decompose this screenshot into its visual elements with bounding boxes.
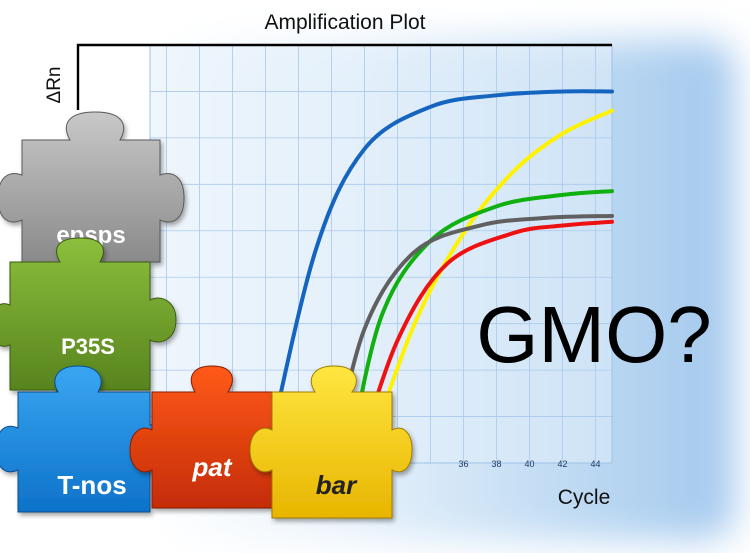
x-tick-label: 38 <box>491 459 501 469</box>
puzzle-label-t-nos: T-nos <box>57 470 126 500</box>
puzzle-piece-pat: pat <box>129 365 273 509</box>
amplification-curves <box>263 89 614 465</box>
amplification-curve-4 <box>354 219 614 465</box>
plot-grid <box>150 45 612 463</box>
puzzle-pieces: epsps P35S T-nos pat bar <box>0 111 413 519</box>
amplification-curve-2 <box>346 189 614 465</box>
x-tick-labels: 36 38 40 42 44 <box>458 459 600 469</box>
puzzle-label-pat: pat <box>192 452 233 482</box>
x-tick-label: 36 <box>458 459 468 469</box>
y-axis-label: ΔRn <box>44 67 65 104</box>
amplification-curve-3 <box>329 213 614 465</box>
x-tick-label: 44 <box>590 459 600 469</box>
chart-title: Amplification Plot <box>264 11 425 34</box>
puzzle-label-bar: bar <box>316 470 358 500</box>
x-axis-label: Cycle <box>558 486 611 509</box>
title-bracket-line <box>76 43 612 110</box>
puzzle-label-p35s: P35S <box>61 334 115 359</box>
puzzle-piece-t-nos: T-nos <box>0 365 177 513</box>
x-tick-label: 42 <box>557 459 567 469</box>
amplification-curve-0 <box>263 89 614 465</box>
gmo-question-text: GMO? <box>476 290 712 379</box>
x-tick-label: 40 <box>524 459 534 469</box>
puzzle-piece-p35s: P35S <box>0 237 177 415</box>
puzzle-piece-bar: bar <box>249 365 413 519</box>
